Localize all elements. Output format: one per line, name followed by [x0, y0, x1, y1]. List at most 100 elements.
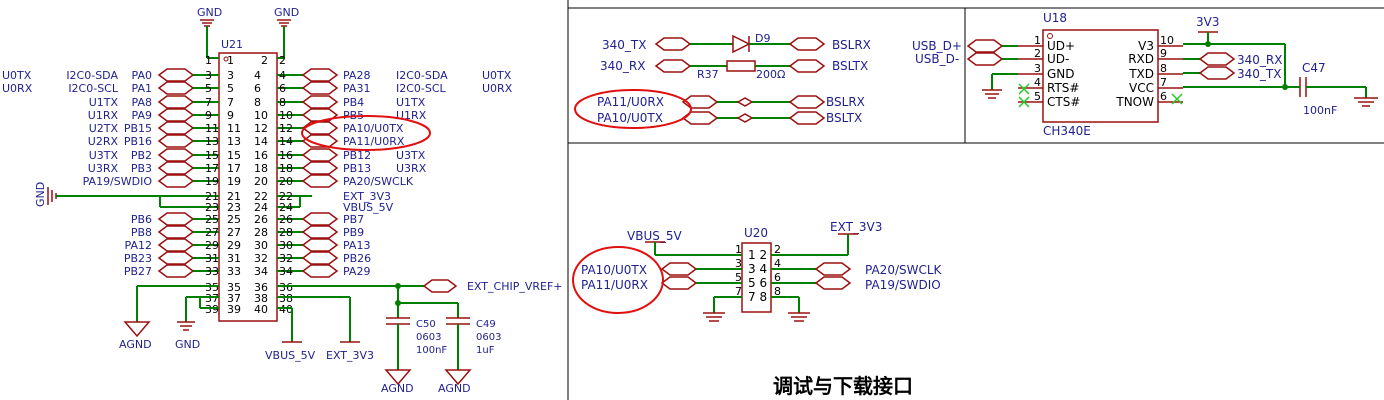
vbus-label-bottom: VBUS_5V — [265, 349, 316, 362]
func-label: U2TX — [89, 122, 119, 135]
pin-number: 4 — [1034, 76, 1041, 89]
pin-number: 5 — [1034, 90, 1041, 103]
pin-number: 32 — [254, 252, 268, 265]
highlight-debug-uart — [574, 89, 692, 129]
net-label: PB13 — [343, 162, 371, 175]
highlight-u21-uart — [301, 115, 431, 151]
pin-number: 3 — [227, 69, 234, 82]
capacitor-c49: C49 0603 1uF AGND — [438, 317, 501, 395]
net-pa10-u0tx-a: PA10/U0TX — [597, 111, 663, 125]
pin-number: 19 — [205, 175, 219, 188]
func-label: U3TX — [396, 149, 426, 162]
u20-pin-8: 8 — [774, 285, 781, 298]
func-label: U1RX — [88, 109, 119, 122]
u20-pin-6: 6 — [774, 271, 781, 284]
c49-ref: C49 — [476, 319, 496, 330]
pin-number: 1 — [1034, 34, 1041, 47]
pin-number: 34 — [279, 265, 293, 278]
pin-number: 7 — [227, 96, 234, 109]
pin-number: 15 — [227, 149, 241, 162]
net-label: PA29 — [343, 265, 370, 278]
panel-borders — [567, 0, 1384, 400]
svg-text:40: 40 — [254, 303, 268, 316]
pin-number: 8 — [1160, 62, 1167, 75]
pin-name: GND — [1047, 67, 1075, 81]
func-label: U3RX — [396, 162, 427, 175]
net-label: PA20/SWCLK — [343, 175, 414, 188]
pin-number: 5 — [205, 82, 212, 95]
pin-number: 20 — [279, 175, 293, 188]
pin-number: 13 — [227, 135, 241, 148]
r37-ref: R37 — [697, 68, 719, 81]
net-label: VBUS_5V — [343, 201, 394, 214]
u20-pin-7: 7 — [735, 285, 742, 298]
svg-text:35: 35 — [227, 281, 241, 294]
alias-label: U0TX — [2, 69, 32, 82]
svg-text:2: 2 — [261, 54, 268, 67]
func-label: I2C0-SDA — [66, 69, 118, 82]
pin-number: 10 — [254, 109, 268, 122]
rail-3v3: 3V3 — [1196, 15, 1219, 29]
svg-text:24: 24 — [279, 201, 293, 214]
u20-ref: U20 — [744, 226, 768, 240]
pin-number: 10 — [279, 109, 293, 122]
func-label: I2C0-SCL — [68, 82, 119, 95]
pin-number: 11 — [227, 122, 241, 135]
net-label: PA10/U0TX — [343, 122, 404, 135]
svg-text:1: 1 — [205, 54, 212, 67]
pin-number: 28 — [279, 226, 293, 239]
svg-text:22: 22 — [279, 190, 293, 203]
pin-number: 29 — [227, 239, 241, 252]
pin-number: 13 — [205, 135, 219, 148]
gnd-label-2: GND — [274, 6, 299, 19]
agnd-label-1: AGND — [119, 338, 152, 351]
pin-number: 25 — [205, 213, 219, 226]
pin-number: 28 — [254, 226, 268, 239]
net-label: PB4 — [343, 96, 364, 109]
pin-name: V3 — [1138, 39, 1154, 53]
svg-text:36: 36 — [279, 281, 293, 294]
svg-text:37: 37 — [205, 292, 219, 305]
net-label: PB8 — [131, 226, 152, 239]
pin-number: 9 — [1160, 47, 1167, 60]
pin-number: 17 — [227, 162, 241, 175]
pin-number: 14 — [279, 135, 293, 148]
net-label: PB3 — [131, 162, 152, 175]
u21-gnd-side: GND — [34, 182, 312, 208]
d9-ref: D9 — [755, 32, 770, 45]
pin-number: 7 — [1160, 76, 1167, 89]
svg-text:22: 22 — [254, 190, 268, 203]
net-label: PB27 — [124, 265, 152, 278]
u20-pin-5: 5 — [735, 271, 742, 284]
net-label: PA8 — [132, 96, 152, 109]
pin-number: 16 — [254, 149, 268, 162]
u20-pin-2: 2 — [774, 243, 781, 256]
net-label: PB2 — [131, 149, 152, 162]
u20-net-swclk: PA20/SWCLK — [865, 263, 943, 277]
u18-part: CH340E — [1043, 124, 1091, 138]
svg-text:2: 2 — [279, 54, 286, 67]
c50-value: 100nF — [416, 345, 447, 356]
pin-number: 12 — [279, 122, 293, 135]
net-label: PB9 — [343, 226, 364, 239]
pin-number: 8 — [279, 96, 286, 109]
net-usb-dp: USB_D+ — [912, 39, 962, 53]
u20-vbus-label: VBUS_5V — [627, 229, 682, 243]
net-label: PB23 — [124, 252, 152, 265]
u20-net-pa11: PA11/U0RX — [581, 278, 648, 292]
